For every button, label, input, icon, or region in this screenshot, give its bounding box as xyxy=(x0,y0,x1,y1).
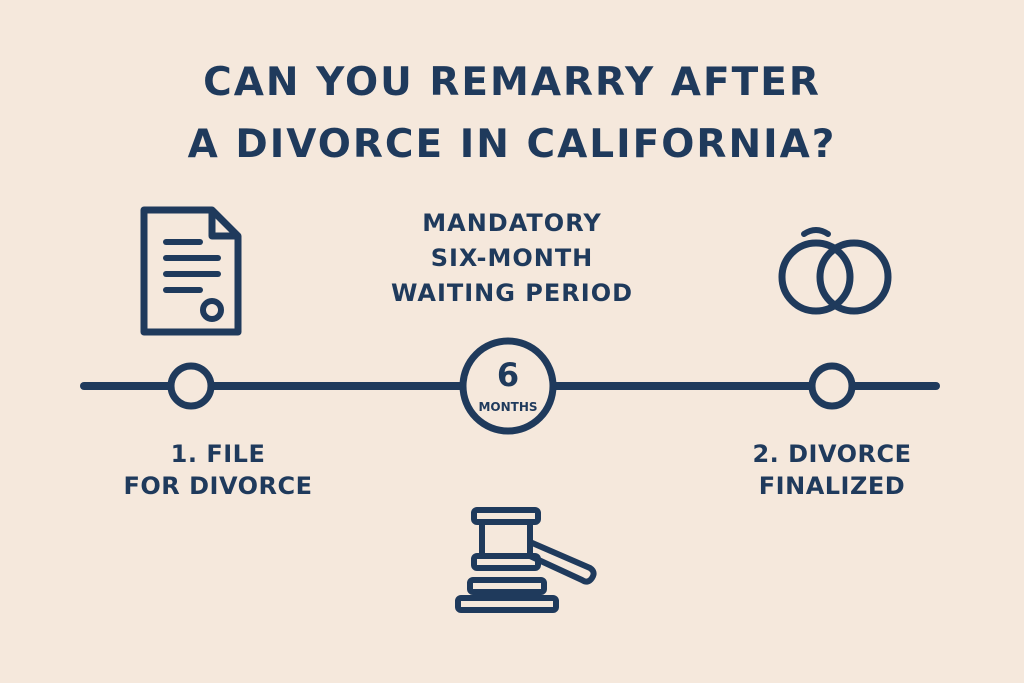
timeline-marker-start xyxy=(167,362,215,410)
step-divorce-finalized: 2. DIVORCE FINALIZED xyxy=(712,438,952,502)
waiting-period-caption: MANDATORY SIX-MONTH WAITING PERIOD xyxy=(362,206,662,311)
waiting-period-line-2: SIX-MONTH xyxy=(430,244,594,272)
title-line-2: A DIVORCE IN CALIFORNIA? xyxy=(187,122,837,167)
months-number: 6 xyxy=(496,356,520,394)
wedding-rings-icon xyxy=(778,227,892,315)
timeline-marker-end xyxy=(808,362,856,410)
months-badge: 6 MONTHS xyxy=(463,340,553,430)
document-icon xyxy=(140,206,242,336)
months-badge-circle xyxy=(459,337,557,435)
waiting-period-line-3: WAITING PERIOD xyxy=(390,279,634,307)
step-2-line-1: 2. DIVORCE xyxy=(752,440,912,468)
step-2-line-2: FINALIZED xyxy=(758,472,906,500)
waiting-period-line-1: MANDATORY xyxy=(422,209,602,237)
gavel-icon xyxy=(455,507,597,613)
step-1-line-1: 1. FILE xyxy=(170,440,266,468)
step-file-for-divorce: 1. FILE FOR DIVORCE xyxy=(98,438,338,502)
months-unit: MONTHS xyxy=(478,400,538,414)
step-1-line-2: FOR DIVORCE xyxy=(123,472,313,500)
page-title: CAN YOU REMARRY AFTER A DIVORCE IN CALIF… xyxy=(0,52,1024,176)
title-line-1: CAN YOU REMARRY AFTER xyxy=(203,60,821,105)
